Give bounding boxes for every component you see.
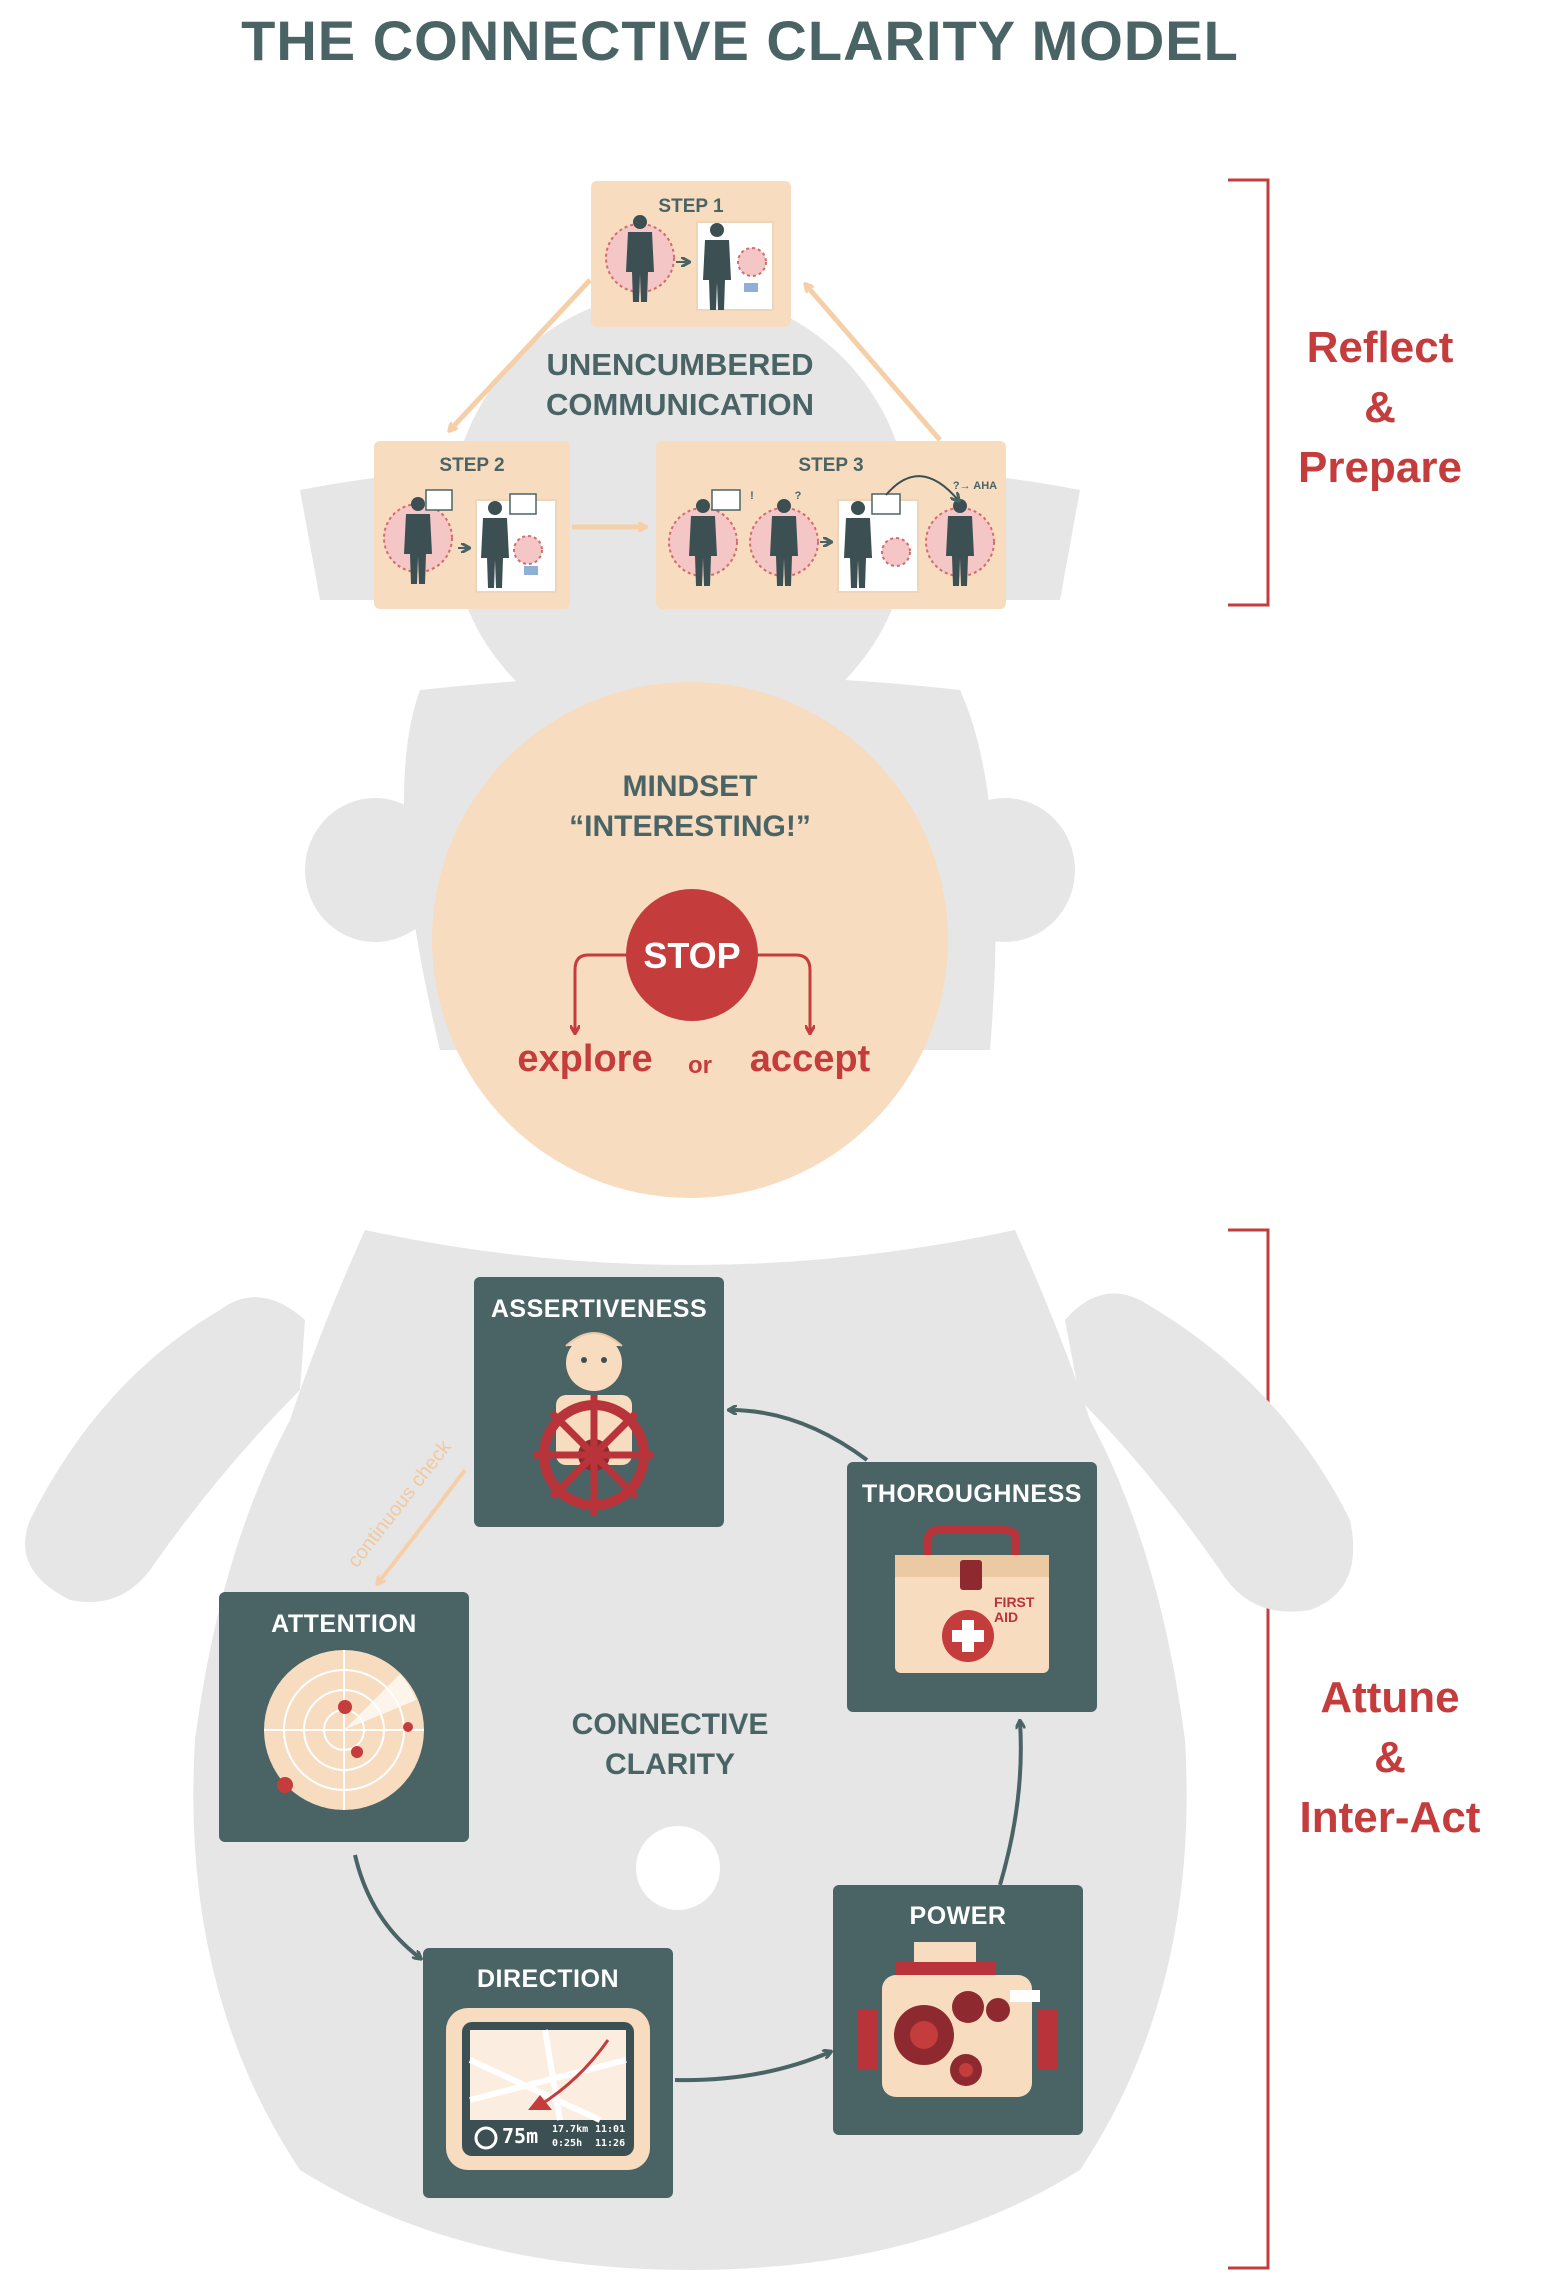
connective-clarity-label: CONNECTIVE CLARITY xyxy=(571,1708,769,1781)
attention-label: ATTENTION xyxy=(271,1610,417,1638)
step3-exclaim-note: ! xyxy=(750,490,754,502)
first-aid-kit-icon xyxy=(895,1526,1049,1673)
arrow-thoroughness-to-assertiveness xyxy=(730,1410,869,1462)
step1-label: STEP 1 xyxy=(658,196,724,217)
stop-circle xyxy=(626,889,758,1021)
step3-label: STEP 3 xyxy=(798,455,864,476)
bracket-attune xyxy=(1228,1228,1270,2270)
card-attention xyxy=(219,1592,469,1842)
or-label: or xyxy=(688,1052,712,1079)
accept-label: accept xyxy=(749,1038,871,1080)
step2-card xyxy=(374,441,570,609)
step3-question-note: ? xyxy=(794,490,802,502)
card-assertiveness xyxy=(474,1277,724,1527)
engine-icon xyxy=(858,1942,1058,2097)
ship-wheel-captain-icon xyxy=(534,1332,654,1515)
explore-label: explore xyxy=(517,1038,653,1080)
gps-clock-now: 11:01 xyxy=(595,2124,626,2135)
gps-eta: 0:25h xyxy=(552,2138,583,2149)
arrow-step3-to-step1 xyxy=(806,285,942,442)
card-thoroughness xyxy=(847,1462,1097,1712)
thoroughness-label: THOROUGHNESS xyxy=(862,1480,1082,1508)
card-power xyxy=(833,1885,1083,2135)
arrow-stop-to-explore xyxy=(575,953,628,1032)
step3-aha-note: ?→ AHA xyxy=(952,480,998,492)
arrow-step1-to-step2 xyxy=(450,278,592,430)
mindset-label: MINDSET “INTERESTING!” xyxy=(569,770,811,843)
arrow-power-to-thoroughness xyxy=(998,1722,1021,1886)
arrow-direction-to-power xyxy=(674,2052,830,2083)
step3-card xyxy=(656,441,1006,609)
reflect-prepare-label: Reflect & Prepare xyxy=(1298,323,1462,492)
page-title: THE CONNECTIVE CLARITY MODEL xyxy=(241,9,1239,72)
unencumbered-communication-label: UNENCUMBERED COMMUNICATION xyxy=(545,347,815,422)
arrow-attention-to-direction xyxy=(353,1854,420,1958)
attune-interact-label: Attune & Inter-Act xyxy=(1299,1673,1481,1842)
direction-label: DIRECTION xyxy=(477,1965,619,1993)
gps-clock-arrival: 11:26 xyxy=(595,2138,626,2149)
card-direction xyxy=(423,1948,673,2198)
bracket-reflect xyxy=(1228,178,1270,607)
step2-label: STEP 2 xyxy=(439,455,505,476)
first-aid-text: FIRST AID xyxy=(994,1594,1035,1625)
arrow-assertiveness-to-attention xyxy=(378,1468,467,1583)
arrow-stop-to-accept xyxy=(756,953,810,1032)
assertiveness-label: ASSERTIVENESS xyxy=(490,1295,708,1323)
gps-speed: 75m xyxy=(502,2124,539,2148)
gps-distance: 17.7km xyxy=(552,2124,589,2135)
stop-label: STOP xyxy=(643,935,741,976)
step1-card xyxy=(591,181,791,327)
radar-icon xyxy=(264,1650,424,1810)
gps-navigator-icon xyxy=(446,2008,650,2170)
power-label: POWER xyxy=(909,1902,1007,1930)
